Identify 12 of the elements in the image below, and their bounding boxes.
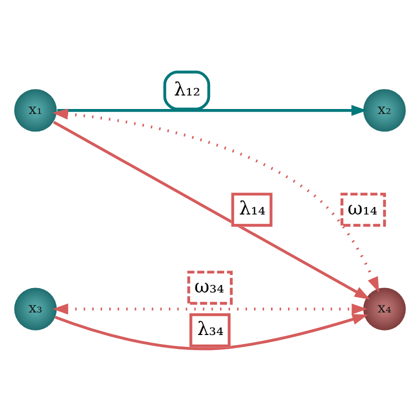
edge-label: ω₁₄ [348, 198, 378, 220]
arrow [54, 314, 368, 350]
node-circle: x₃ [14, 288, 57, 330]
edge-label: ω₃₄ [194, 276, 224, 298]
node-circle: x₁ [14, 89, 57, 132]
edge-label: λ₁₄ [239, 198, 266, 220]
arrow [57, 104, 368, 116]
edge-label: λ₁₂ [174, 79, 200, 100]
edge-label: λ₃₄ [197, 319, 224, 340]
arrow [52, 304, 368, 314]
node-circle: x₄ [363, 288, 406, 330]
node-circle: x₂ [363, 89, 406, 132]
